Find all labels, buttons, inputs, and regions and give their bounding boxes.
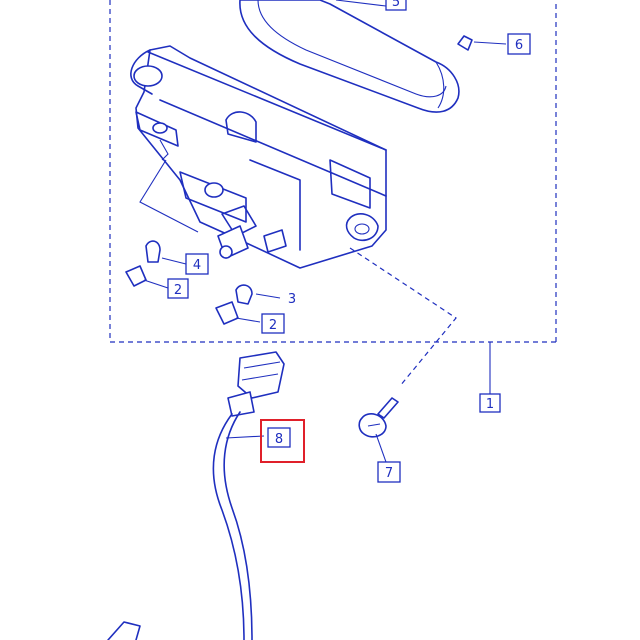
bulb-part-3 [235,284,281,305]
socket-part-2b [215,301,261,325]
label-part-6: 6 [507,33,531,55]
meter-cover [239,0,460,113]
highlight-part-8 [260,419,305,463]
svg-text:7: 7 [385,466,393,481]
svg-text:2: 2 [269,318,277,333]
assembly-border [109,0,557,343]
mount-leader [349,247,457,387]
svg-text:5: 5 [392,0,400,10]
label-part-5: 5 [335,0,407,11]
screw-part-6 [457,35,507,51]
bolt-part-7 [358,397,399,463]
label-part-8: 8 [260,419,305,463]
label-part-4: 4 [185,253,209,275]
label-part-1: 1 [479,393,501,413]
socket-part-2a [125,265,169,289]
label-part-3: 3 [288,292,296,307]
svg-text:6: 6 [515,38,523,53]
svg-text:3: 3 [288,292,296,307]
svg-text:2: 2 [174,283,182,298]
label-part-2a: 2 [167,278,189,299]
svg-text:1: 1 [486,397,494,412]
svg-text:8: 8 [275,432,283,447]
corner-mark [107,621,141,640]
bulb-part-4 [145,240,187,265]
label-part-2b: 2 [261,313,285,334]
svg-text:4: 4 [193,258,201,273]
wire-harness-part-8 [212,351,285,640]
meter-housing [130,45,387,269]
label-part-7: 7 [377,461,401,483]
